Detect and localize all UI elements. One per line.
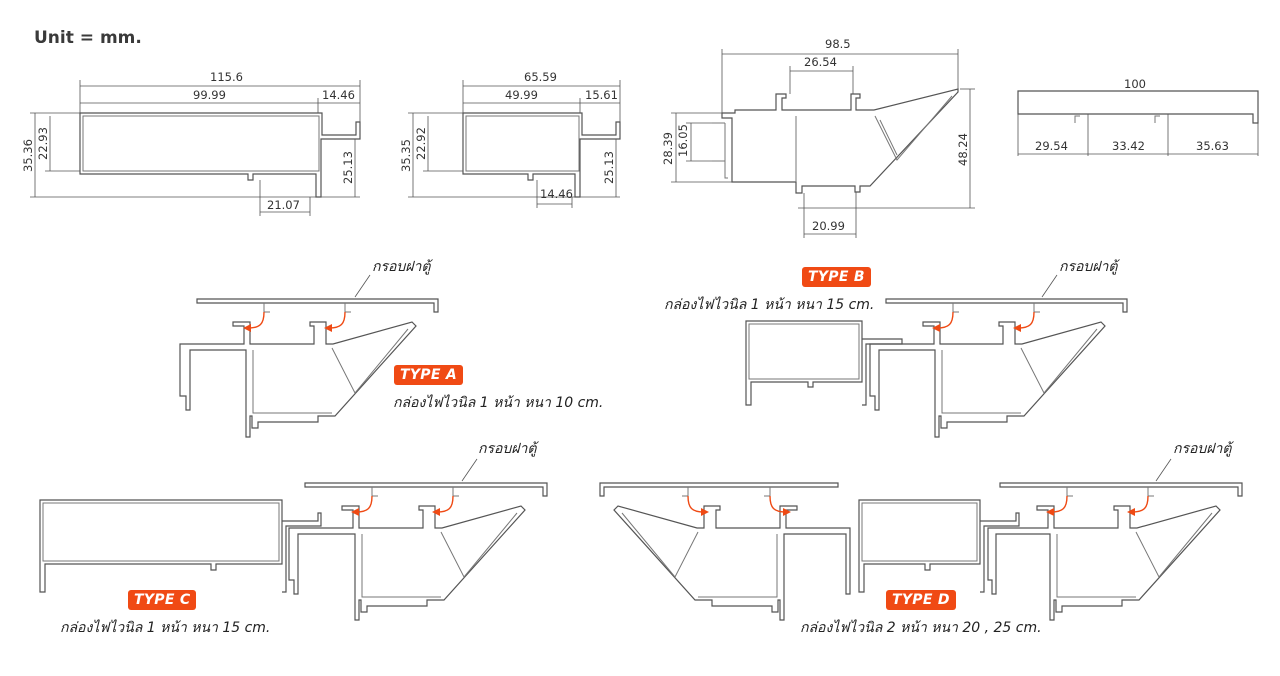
p1-inner-height-dim: 22.93 <box>36 127 50 160</box>
p2-height-dim: 35.35 <box>399 139 413 172</box>
p2-bottom-dim: 14.46 <box>540 187 573 201</box>
p3-left-inner-dim: 16.05 <box>676 124 690 157</box>
p1-right-dim: 14.46 <box>322 88 355 102</box>
p3-overall-dim: 98.5 <box>825 37 851 51</box>
p4-b-dim: 33.42 <box>1112 139 1145 153</box>
p3-bottom-dim: 20.99 <box>812 219 845 233</box>
p1-overall-dim: 115.6 <box>210 70 243 84</box>
p3-height-dim: 48.24 <box>956 133 970 166</box>
type-a-frame-note: กรอบฝาตู้ <box>372 259 431 275</box>
type-b-caption: กล่องไฟไวนิล 1 หน้า หนา 15 cm. <box>664 297 875 313</box>
unit-label: Unit = mm. <box>34 28 142 48</box>
type-c-assembly <box>39 458 548 621</box>
p2-inner-height-dim: 22.92 <box>414 127 428 160</box>
type-c-badge: TYPE C <box>128 590 197 610</box>
p3-top-dim: 26.54 <box>804 55 837 69</box>
type-d-frame-note: กรอบฝาตู้ <box>1173 441 1232 457</box>
p4-a-dim: 29.54 <box>1035 139 1068 153</box>
type-b-badge: TYPE B <box>802 267 871 287</box>
profile-3-drawing: 98.5 26.54 28.39 16.05 48.24 20.99 <box>661 37 975 238</box>
p1-inner-dim: 99.99 <box>193 88 226 102</box>
p2-inner-dim: 49.99 <box>505 88 538 102</box>
type-c-caption: กล่องไฟไวนิล 1 หน้า หนา 15 cm. <box>60 620 271 636</box>
type-d-assembly <box>599 458 1243 621</box>
profile-4-drawing: 100 29.54 33.42 35.63 <box>1017 77 1259 156</box>
p1-height-dim: 35.36 <box>21 139 35 172</box>
type-c-frame-note: กรอบฝาตู้ <box>478 441 537 457</box>
p2-right-dim: 15.61 <box>585 88 618 102</box>
type-b-assembly <box>745 274 1128 438</box>
p1-side-dim: 25.13 <box>341 151 355 184</box>
p2-side-dim: 25.13 <box>602 151 616 184</box>
p3-left-outer-dim: 28.39 <box>661 132 675 165</box>
type-d-badge: TYPE D <box>886 590 956 610</box>
p4-overall-dim: 100 <box>1124 77 1146 91</box>
p4-c-dim: 35.63 <box>1196 139 1229 153</box>
p1-bottom-dim: 21.07 <box>267 198 300 212</box>
type-a-caption: กล่องไฟไวนิล 1 หน้า หนา 10 cm. <box>393 395 604 411</box>
type-b-frame-note: กรอบฝาตู้ <box>1059 259 1118 275</box>
type-a-badge: TYPE A <box>394 365 464 385</box>
profile-2-drawing: 65.59 49.99 15.61 35.35 22.92 25.13 14.4… <box>399 70 621 208</box>
p2-overall-dim: 65.59 <box>524 70 557 84</box>
profile-1-drawing: 115.6 99.99 14.46 35.36 22.93 25.13 21.0… <box>21 70 361 216</box>
type-d-caption: กล่องไฟไวนิล 2 หน้า หนา 20 , 25 cm. <box>800 620 1042 636</box>
type-a-assembly <box>179 274 439 438</box>
